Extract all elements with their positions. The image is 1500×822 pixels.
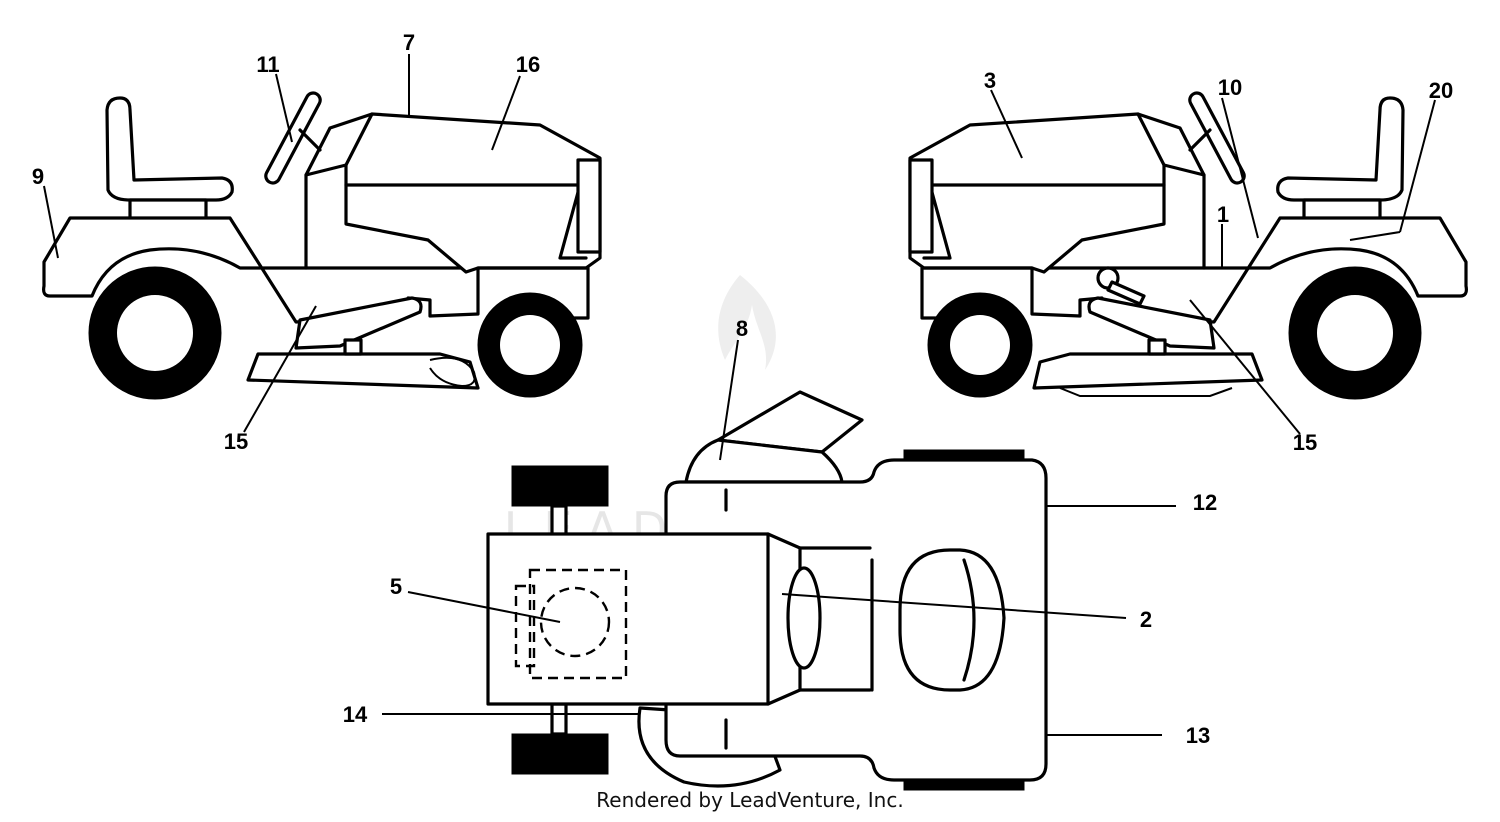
left-side-view-mower bbox=[42, 91, 602, 400]
callout-2: 2 bbox=[1140, 607, 1152, 632]
right-side-view-mower bbox=[908, 91, 1468, 400]
callout-11: 11 bbox=[256, 52, 279, 77]
leader-lines bbox=[43, 54, 1436, 736]
front-wheel-bottom bbox=[511, 733, 609, 775]
seat bbox=[105, 96, 234, 202]
callout-15-left: 15 bbox=[224, 429, 248, 454]
callout-16: 16 bbox=[516, 52, 540, 77]
callout-13: 13 bbox=[1186, 723, 1210, 748]
callout-20: 20 bbox=[1429, 78, 1453, 103]
seat bbox=[1276, 96, 1405, 202]
hood bbox=[908, 112, 1206, 274]
callout-8: 8 bbox=[736, 316, 748, 341]
rear-fender bbox=[42, 216, 480, 324]
steering-wheel bbox=[1188, 91, 1246, 185]
callout-numbers: 9 11 7 16 15 3 10 20 1 15 8 12 5 2 14 13 bbox=[32, 30, 1453, 748]
mower-deck bbox=[1032, 352, 1264, 390]
callout-15-right: 15 bbox=[1293, 430, 1317, 455]
seat-top bbox=[898, 548, 1006, 692]
mower-deck bbox=[246, 352, 480, 390]
top-view-mower bbox=[486, 390, 1048, 791]
steering-wheel bbox=[264, 91, 322, 185]
callout-3: 3 bbox=[984, 68, 996, 93]
callout-5: 5 bbox=[390, 574, 402, 599]
callout-14: 14 bbox=[343, 702, 368, 727]
front-wheel-top bbox=[511, 465, 609, 507]
callout-7: 7 bbox=[403, 30, 415, 55]
hood bbox=[304, 112, 602, 274]
callout-9: 9 bbox=[32, 164, 44, 189]
callout-1: 1 bbox=[1217, 202, 1229, 227]
callout-12: 12 bbox=[1193, 490, 1217, 515]
footer-credit: Rendered by LeadVenture, Inc. bbox=[596, 788, 904, 812]
callout-10: 10 bbox=[1218, 75, 1242, 100]
